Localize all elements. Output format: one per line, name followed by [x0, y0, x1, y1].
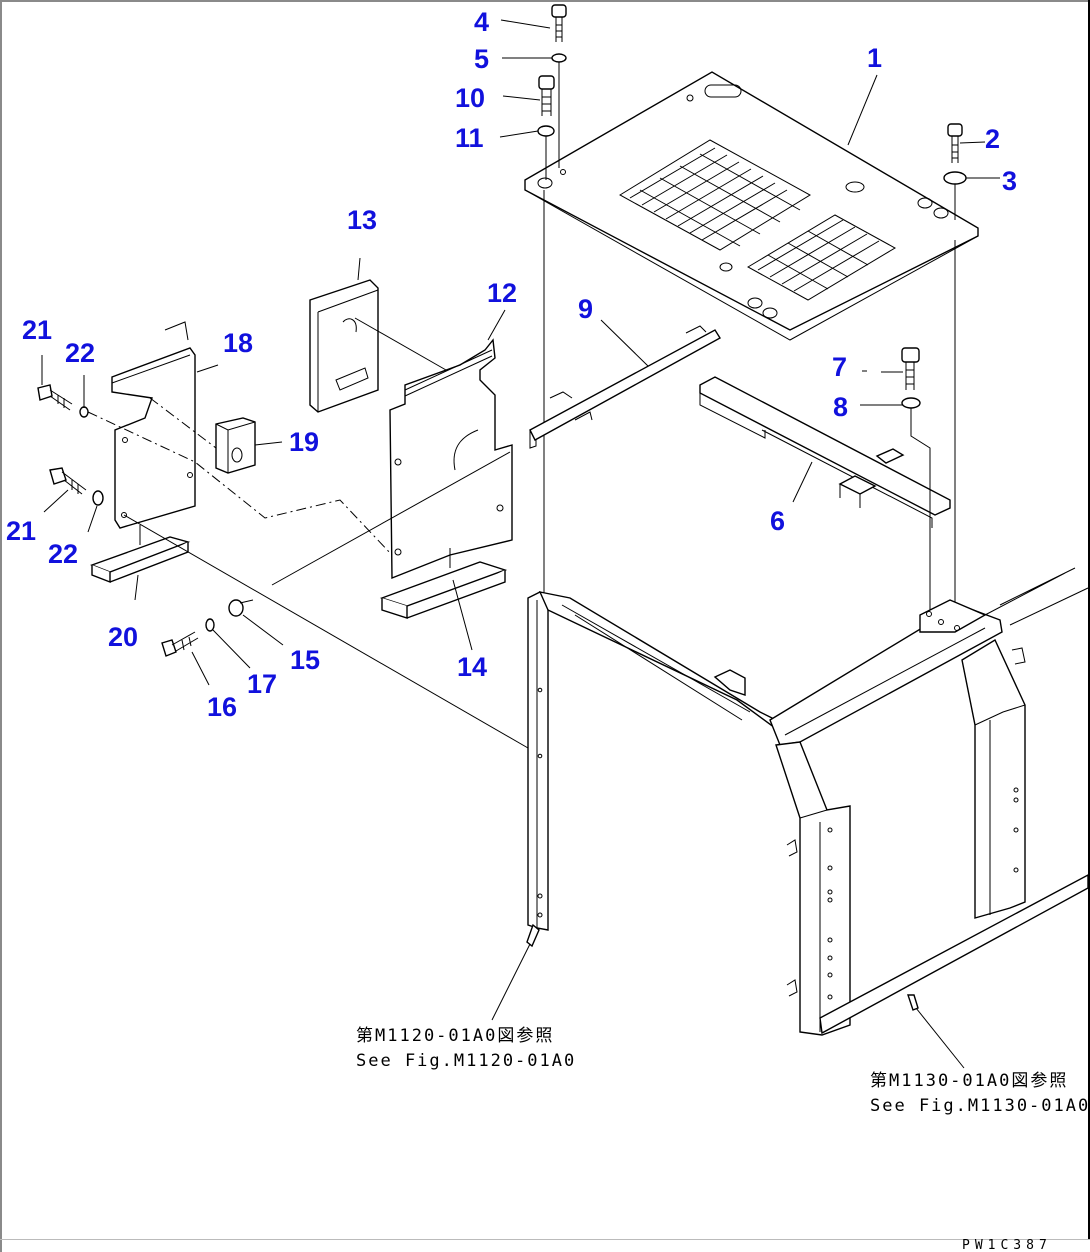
- part-15-washer: [228, 599, 244, 617]
- callout-leaders-7-8: [860, 370, 931, 620]
- part-16-bolt: [161, 631, 199, 657]
- callout-19: 19: [289, 427, 319, 457]
- reference-left-jp: 第M1120-01A0図参照: [356, 1026, 554, 1046]
- reference-right-en: See Fig.M1130-01A0: [870, 1096, 1090, 1116]
- assembly-line-13: [354, 317, 461, 379]
- reference-left-en: See Fig.M1120-01A0: [356, 1051, 576, 1071]
- part-8-washer: [901, 397, 921, 409]
- part-2-bolt: [947, 123, 963, 163]
- callout-8: 8: [833, 392, 848, 422]
- callout-22-upper: 22: [65, 338, 95, 368]
- part-14-bar: [379, 561, 508, 619]
- callout-3: 3: [1002, 166, 1017, 196]
- callout-17: 17: [247, 669, 277, 699]
- main-frame: [527, 567, 1089, 1036]
- callout-1: 1: [867, 43, 882, 73]
- part-20-bar: [90, 536, 191, 584]
- callout-11: 11: [455, 123, 484, 153]
- reference-arrow-left: [526, 923, 540, 948]
- callout-leaders-top-left: [499, 19, 552, 138]
- part-22-washer-upper: [79, 406, 89, 418]
- part-6-rail: [699, 376, 951, 528]
- leader-14: [449, 548, 473, 651]
- leader-18: [196, 364, 219, 373]
- leader-20: [134, 525, 141, 601]
- callout-15: 15: [290, 645, 320, 675]
- part-3-washer: [943, 171, 967, 185]
- reference-arrow-right: [907, 994, 919, 1011]
- callout-4: 4: [474, 7, 489, 37]
- part-4-bolt: [551, 4, 567, 42]
- callout-leaders-2-3: [954, 141, 1000, 220]
- callout-12: 12: [487, 278, 517, 308]
- leader-13: [357, 257, 361, 281]
- callout-16: 16: [207, 692, 237, 722]
- callout-18: 18: [223, 328, 253, 358]
- leader-1: [847, 74, 878, 146]
- reference-leader-left: [491, 931, 537, 1021]
- callout-10: 10: [455, 83, 485, 113]
- reference-right-jp: 第M1130-01A0図参照: [870, 1071, 1068, 1091]
- callout-20: 20: [108, 622, 138, 652]
- part-12-cover: [389, 338, 513, 580]
- leader-19: [254, 441, 283, 446]
- part-19-block: [215, 417, 256, 474]
- reference-leader-right: [911, 1002, 965, 1069]
- part-7-bolt: [901, 347, 920, 390]
- leader-6: [792, 461, 813, 503]
- leader-9: [600, 319, 649, 367]
- callout-13: 13: [347, 205, 377, 235]
- callout-2: 2: [985, 124, 1000, 154]
- callout-5: 5: [474, 44, 489, 74]
- callout-leaders-15-16-17: [191, 599, 284, 686]
- assembly-line-12: [271, 451, 511, 586]
- part-5-washer: [551, 53, 567, 63]
- part-17-washer: [205, 618, 215, 632]
- callout-leaders-21-22: [41, 355, 98, 533]
- callout-21-upper: 21: [22, 315, 52, 345]
- part-21-bolt-upper: [37, 384, 73, 411]
- frame-right-border: [1088, 0, 1090, 1240]
- alignment-lines: [543, 190, 956, 620]
- part-18-plate: [111, 321, 196, 529]
- vent-grille-1: [619, 139, 811, 251]
- callout-21-lower: 21: [6, 516, 36, 546]
- leader-12: [487, 309, 506, 341]
- part-9-bracket: [529, 325, 721, 449]
- assembly-line-20: [123, 514, 529, 749]
- part-22-washer-lower: [92, 490, 104, 506]
- callout-9: 9: [578, 294, 593, 324]
- part-11-washer: [537, 125, 555, 137]
- frame-bottom-border: [0, 1239, 1090, 1240]
- callout-7: 7: [832, 352, 847, 382]
- drawing-code: PW1C387: [962, 1238, 1052, 1252]
- callout-22-lower: 22: [48, 539, 78, 569]
- vent-grille-2: [746, 214, 897, 301]
- part-13-pad: [309, 279, 379, 413]
- part-21-bolt-lower: [49, 467, 87, 495]
- assembly-line-18: [87, 411, 393, 556]
- part-1-top-cover: [524, 71, 979, 341]
- callout-6: 6: [770, 506, 785, 536]
- assembly-line-19: [149, 397, 217, 449]
- callout-14: 14: [457, 652, 487, 682]
- part-10-bolt: [538, 75, 555, 116]
